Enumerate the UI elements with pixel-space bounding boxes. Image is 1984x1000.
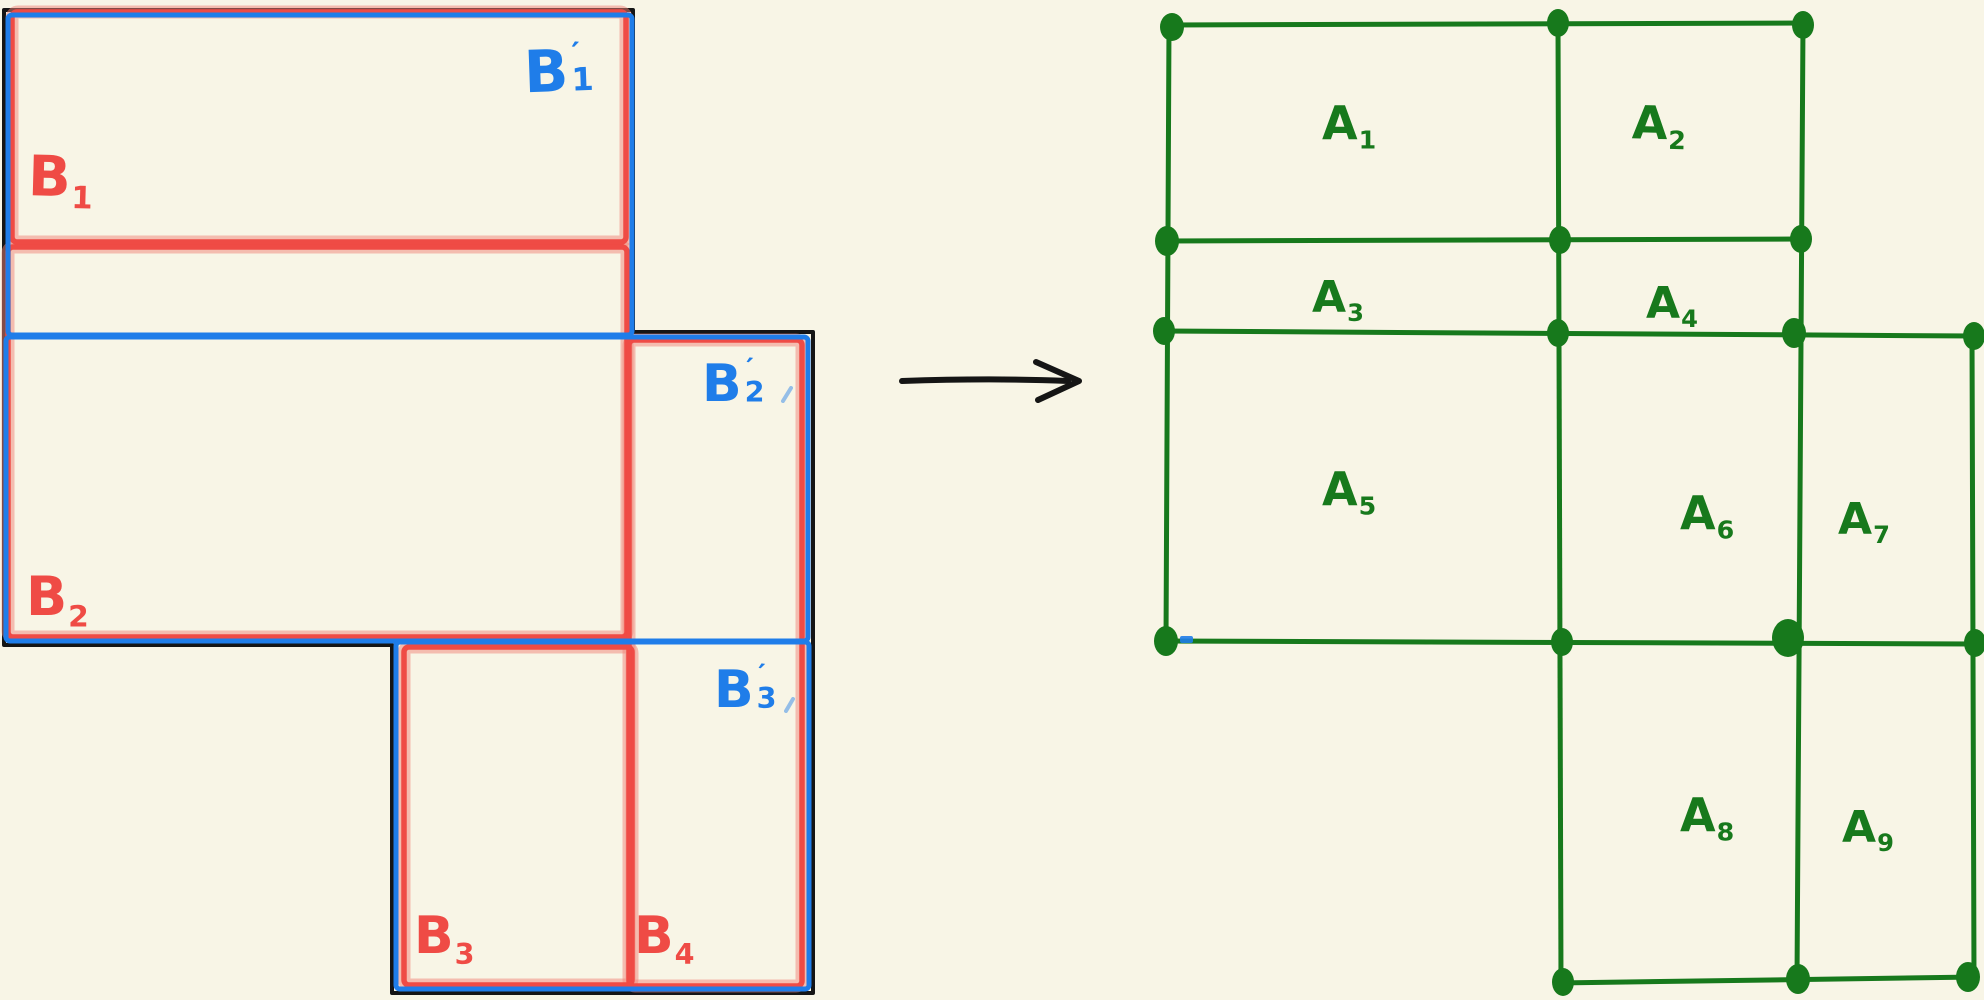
label-b2: B2 bbox=[26, 565, 90, 635]
label-b1: B1 bbox=[27, 144, 95, 217]
label-a9: A9 bbox=[1842, 802, 1895, 858]
grid-vertex-dot bbox=[1963, 322, 1984, 350]
label-a1: A1 bbox=[1322, 96, 1378, 155]
label-a2: A2 bbox=[1631, 95, 1688, 156]
label-b3-prime: B′3 bbox=[714, 658, 778, 720]
arrow-right-icon bbox=[899, 359, 1082, 403]
grid-vertex-dot bbox=[1547, 9, 1569, 37]
grid-vertex-dot bbox=[1782, 318, 1806, 348]
grid-vertex-dot bbox=[1551, 628, 1573, 656]
grid-vertex-dot bbox=[1956, 962, 1980, 992]
grid-vertex-dot bbox=[1549, 226, 1571, 254]
rect-b3 bbox=[401, 644, 635, 988]
label-a8: A8 bbox=[1680, 788, 1736, 847]
grid-h-line bbox=[1165, 20, 1809, 28]
stray-prime-mark bbox=[781, 386, 793, 403]
grid-vertex-dot bbox=[1547, 319, 1569, 347]
label-b2-prime: B′2 bbox=[702, 352, 766, 414]
grid-vertex-dot bbox=[1786, 964, 1810, 994]
grid-h-line bbox=[1163, 236, 1804, 244]
label-a7: A7 bbox=[1838, 494, 1891, 550]
label-a4: A4 bbox=[1646, 278, 1699, 334]
label-a3: A3 bbox=[1312, 272, 1365, 328]
rect-b2-prime bbox=[3, 334, 811, 644]
label-b1-prime: B′1 bbox=[522, 35, 596, 107]
green-grid bbox=[1153, 9, 1984, 996]
grid-vertex-dot bbox=[1153, 317, 1175, 345]
label-b3: B3 bbox=[414, 906, 476, 971]
label-a5: A5 bbox=[1322, 462, 1378, 521]
rect-b3-prime bbox=[393, 639, 812, 992]
rect-b2 bbox=[5, 244, 630, 640]
label-a6: A6 bbox=[1680, 486, 1736, 545]
label-b4: B4 bbox=[634, 906, 696, 971]
grid-vertex-dot bbox=[1790, 225, 1812, 253]
stray-prime-mark bbox=[784, 697, 795, 713]
grid-vertex-dot bbox=[1964, 629, 1984, 657]
rect-b1 bbox=[9, 9, 629, 245]
grid-v-line bbox=[1794, 20, 1806, 983]
blue-dash-mark bbox=[1180, 636, 1193, 643]
grid-vertex-dot bbox=[1154, 626, 1178, 656]
grid-h-line bbox=[1160, 328, 1978, 339]
grid-vertex-dot bbox=[1155, 226, 1179, 256]
red-partition bbox=[5, 9, 805, 989]
grid-vertex-dot bbox=[1160, 13, 1184, 41]
grid-vertex-dot bbox=[1552, 968, 1574, 996]
grid-v-line bbox=[1555, 20, 1564, 986]
grid-vertex-dot bbox=[1772, 619, 1804, 657]
grid-h-line bbox=[1554, 974, 1979, 986]
rect-b4 bbox=[626, 337, 805, 989]
grid-vertex-dot bbox=[1792, 11, 1814, 39]
blue-partition bbox=[3, 12, 812, 992]
